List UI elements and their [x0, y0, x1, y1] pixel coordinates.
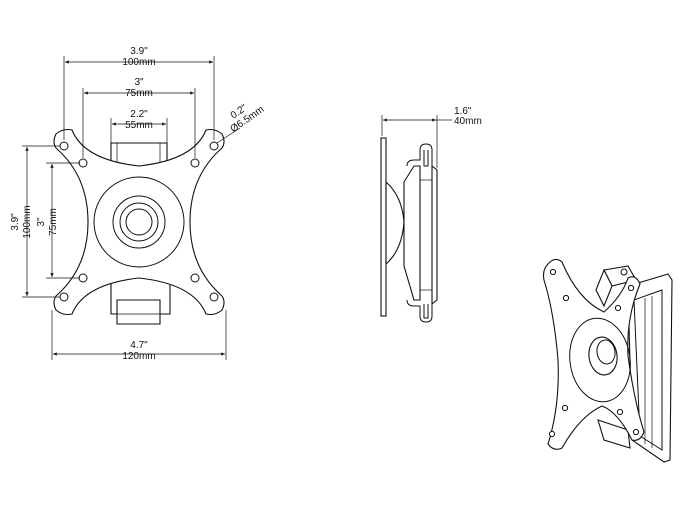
- side-plate: [380, 137, 387, 317]
- dim-depth-inch: 1.6": [454, 106, 472, 117]
- dim-depth-mm: 40mm: [454, 116, 482, 127]
- dim-width-55: 2.2" 55mm: [110, 109, 168, 143]
- side-view: 1.6" 40mm: [380, 106, 482, 323]
- dim-hole-diameter: 0.2" Ø6.5mm: [216, 102, 266, 144]
- vesa-plate: [53, 128, 225, 316]
- front-view: 3.9" 100mm 3" 75mm 2.2" 55mm 0.2" Ø6.5mm: [10, 46, 266, 362]
- dim-width-100-mm: 100mm: [122, 57, 155, 68]
- dim-width-100-inch: 3.9": [130, 46, 148, 57]
- iso-bottom-block: [597, 419, 631, 449]
- dim-height-75: 3" 75mm: [36, 162, 80, 279]
- iso-pivot-hub: [569, 317, 631, 403]
- dim-width-120-mm: 120mm: [122, 351, 155, 362]
- dim-width-55-inch: 2.2": [130, 109, 148, 120]
- side-hook-top: [406, 143, 433, 167]
- side-hook-bottom: [406, 299, 433, 323]
- dim-width-120: 4.7" 120mm: [51, 310, 227, 362]
- dim-width-75-mm: 75mm: [125, 88, 153, 99]
- dim-width-75-inch: 3": [134, 77, 144, 88]
- side-swivel: [403, 165, 421, 301]
- dim-width-75: 3" 75mm: [82, 77, 196, 158]
- dim-height-75-mm: 75mm: [48, 208, 59, 236]
- dim-height-100-inch: 3.9": [10, 213, 21, 231]
- dim-height-75-inch: 3": [36, 217, 47, 227]
- side-hub: [385, 180, 405, 266]
- pivot-hub: [93, 176, 185, 268]
- dim-width-120-inch: 4.7": [130, 340, 148, 351]
- isometric-view: [542, 258, 673, 463]
- dim-height-100: 3.9" 100mm: [10, 145, 60, 298]
- dim-width-55-mm: 55mm: [125, 120, 153, 131]
- dim-height-100-mm: 100mm: [22, 205, 33, 238]
- iso-mounting-holes: [548, 268, 640, 438]
- side-wall-bracket: [431, 164, 438, 306]
- dim-depth-40: 1.6" 40mm: [381, 106, 482, 168]
- dim-width-100: 3.9" 100mm: [63, 46, 215, 140]
